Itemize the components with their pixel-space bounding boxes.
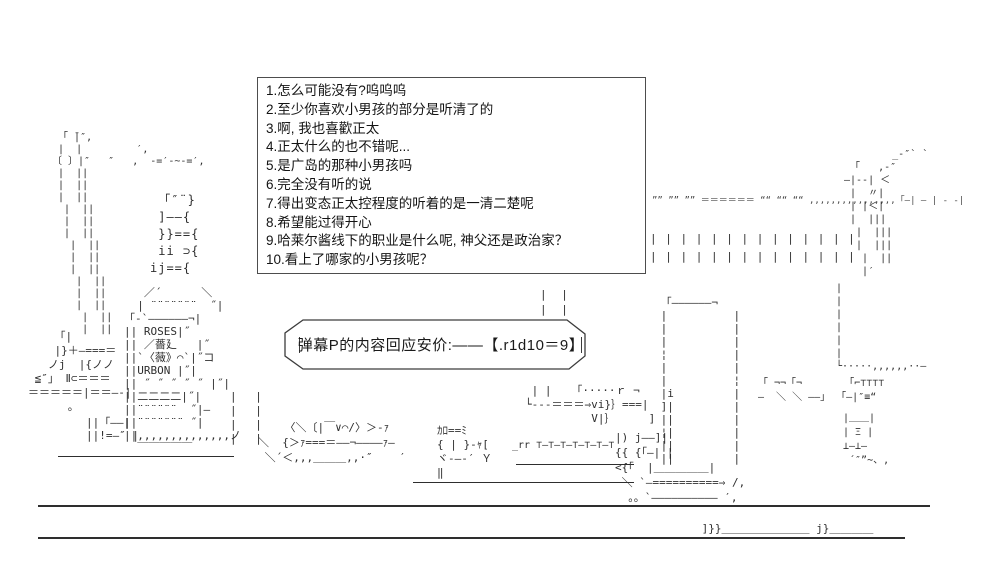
small-creature-aa: 〈＼〔|￣∨⌒/〉＞‐ｧ ＼ {＞ｧ===＝——¬————ｧ— ＼´＜,,,＿＿… [258, 421, 406, 464]
fence-aa: | | | | | | | | | | | | | | | | | | | | … [650, 232, 856, 263]
choice-option-8: 8.希望能过得开心 [266, 214, 372, 230]
choice-option-6: 6.完全没有听的说 [266, 176, 372, 192]
left-base-aa: ||「——| ||!=—″ | [86, 416, 139, 442]
ground-line-upper [38, 505, 930, 507]
roses-urbon-bottle-aa: ／´ ＼ | ¨¨¨¨¨¨¨ ˝| 「‐`——————¬| || ROSES|˝… [124, 286, 241, 455]
banner-outline [284, 319, 586, 370]
choice-list-box: 1.怎么可能没有?呜呜呜 2.至少你喜欢小男孩的部分是听清了的 3.啊, 我也喜… [257, 77, 646, 274]
ground-tail-aa: ]}}＿＿＿＿＿＿＿＿ j}＿＿＿＿ [695, 522, 874, 535]
ground-line-lower [38, 537, 905, 539]
choice-option-1: 1.怎么可能没有?呜呜呜 [266, 83, 407, 98]
choice-option-9: 9.哈莱尔酱线下的职业是什么呢, 神父还是政治家？ [266, 233, 569, 249]
banner-inner-tick-right [581, 337, 582, 353]
table-line-bottom [413, 482, 634, 483]
bottle-neck-aa: 「″¨} ]——{ }}=={ ii ⊃{ ij=={ [150, 193, 200, 275]
choice-option-10: 10.看上了哪家的小男孩呢？ [266, 252, 434, 268]
anchor-banner: 弹幕P的内容回应安价:——【.r1d10＝9】 [281, 316, 601, 374]
utility-pole-right-aa: _‐″` ` 「 ,‐″ —|--| ＜ | 〃| | |＜| | ||| | … [844, 149, 929, 277]
utility-pole-left-aa: 「 ̄|″, | | ′, 〔 〕|″ ″ , ‐=′‐~‐=′, | || |… [52, 132, 205, 335]
table-line-top [516, 464, 634, 465]
anchor-banner-text: 弹幕P的内容回应安价:——【.r1d10＝9】 [297, 336, 585, 354]
left-machinery-aa: 「| |}＋—===＝ ノj |{ノノ ≦″」 Ⅱ⊂＝＝＝ ＝＝＝＝＝|＝＝—‐… [28, 330, 132, 413]
choice-option-2: 2.至少你喜欢小男孩的部分是听清了的 [266, 101, 494, 117]
cart-creature-aa: ｶﾛ==ﾐ { | }‐ｬ[ ヾ‐–‐′ Ｙ ‖ [437, 424, 493, 479]
sheds-aa: 「 ¬¬「¬ 「⌐⊤⊤⊤⊤ — ＼ ＼ ——」 「—|″≡“ [758, 378, 885, 403]
banner-inner-tick-left [299, 337, 300, 353]
choice-option-3: 3.啊, 我也喜歡正太 [266, 120, 380, 136]
pole-base-aa: | | | | | | └·····,,,,,,··— [836, 283, 927, 372]
choice-option-4: 4.正太什么的也不错呢... [266, 139, 411, 155]
shelf-line [58, 456, 234, 457]
bottom-right-frame-aa: |) j——]| {{ {「—| | <{「 |＿＿＿＿＿| ＼ `—=====… [615, 431, 746, 504]
power-line-aa: ”” ”” ”” ＝＝＝＝＝＝ ““ ““ ““ ,,,,,,,,,,,,,,,… [652, 196, 965, 206]
building-aa: 「――――――¬ | | | | | | ¦ | | | | ¦ |i | ]|… [660, 296, 741, 465]
bottle-side-column-aa: | | | | | | | | [230, 390, 268, 445]
choice-option-5: 5.是广岛的那种小男孩吗 [266, 158, 413, 174]
arrow-sign-aa: | | 「·····ｒ ¬ └---＝＝＝⇒vi}｝===| V|｝ ] [525, 384, 656, 425]
banner-posts-aa: | | | | [540, 288, 572, 316]
railing-aa: _rr ⊤—⊤—⊤—⊤—⊤—⊤—⊤ [512, 440, 615, 451]
choice-option-7: 7.得出变态正太控程度的听着的是一清二楚呢 [266, 195, 534, 211]
crates-aa: |＿＿| | Ξ | ⊥—⊥— ´″”∼、, [843, 413, 890, 466]
